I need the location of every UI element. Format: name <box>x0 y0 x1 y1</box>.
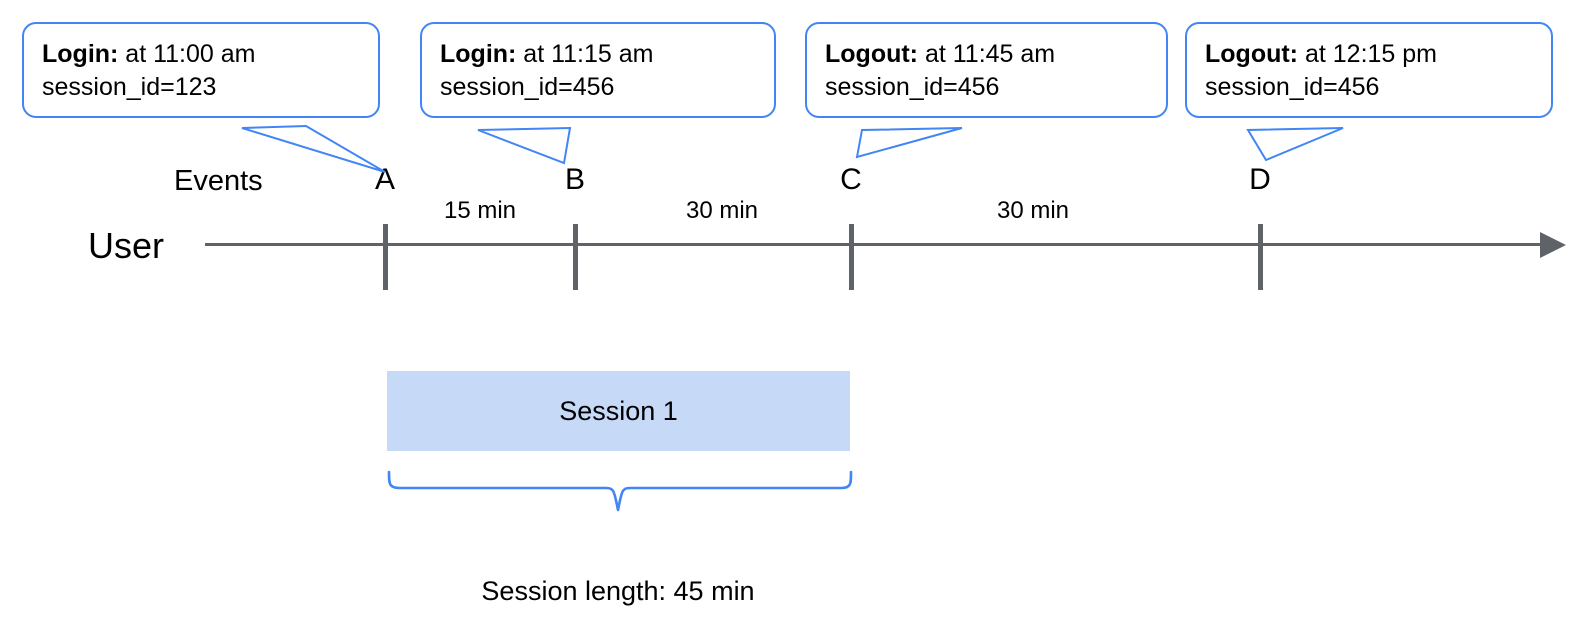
tick-b <box>573 224 578 290</box>
timeline-axis <box>205 243 1545 246</box>
callout-c-label: Logout: <box>825 40 919 68</box>
timeline-arrow-icon <box>1540 232 1566 258</box>
gap-label-c-d: 30 min <box>996 197 1070 224</box>
callout-d-time: at 12:15 pm <box>1298 40 1437 68</box>
callout-d-session: session_id=456 <box>1205 73 1380 101</box>
callout-c-time: at 11:45 am <box>918 40 1056 68</box>
gap-label-a-b: 15 min <box>443 197 517 224</box>
gap-label-b-c: 30 min <box>685 197 759 224</box>
callout-login-b: Login: at 11:15 am session_id=456 <box>420 22 776 118</box>
event-marker-a: A <box>374 163 396 196</box>
tick-a <box>383 224 388 290</box>
user-row-label: User <box>88 225 165 266</box>
session-length-label: Session length: 45 min <box>481 576 755 606</box>
callout-d-tail-icon <box>1246 127 1344 162</box>
tick-d <box>1258 224 1263 290</box>
callout-logout-c: Logout: at 11:45 am session_id=456 <box>805 22 1168 118</box>
callout-a-time: at 11:00 am <box>118 40 256 68</box>
callout-logout-d: Logout: at 12:15 pm session_id=456 <box>1185 22 1553 118</box>
callout-b-label: Login: <box>440 40 517 68</box>
callout-login-a: Login: at 11:00 am session_id=123 <box>22 22 380 118</box>
callout-b-session: session_id=456 <box>440 73 615 101</box>
tick-c <box>849 224 854 290</box>
callout-c-session: session_id=456 <box>825 73 1000 101</box>
event-marker-c: C <box>840 163 862 196</box>
event-marker-b: B <box>564 163 586 196</box>
callout-c-tail-icon <box>855 127 963 159</box>
callout-d-label: Logout: <box>1205 40 1299 68</box>
events-row-label: Events <box>174 165 263 197</box>
callout-a-tail-icon <box>241 124 386 173</box>
event-marker-d: D <box>1249 163 1271 196</box>
callout-b-time: at 11:15 am <box>516 40 654 68</box>
session-bar-label: Session 1 <box>559 395 678 426</box>
callout-a-session: session_id=123 <box>42 73 217 101</box>
callout-b-tail-icon <box>477 126 572 165</box>
session-bar: Session 1 <box>387 371 850 451</box>
callout-a-label: Login: <box>42 40 119 68</box>
session-brace-icon <box>387 470 853 512</box>
